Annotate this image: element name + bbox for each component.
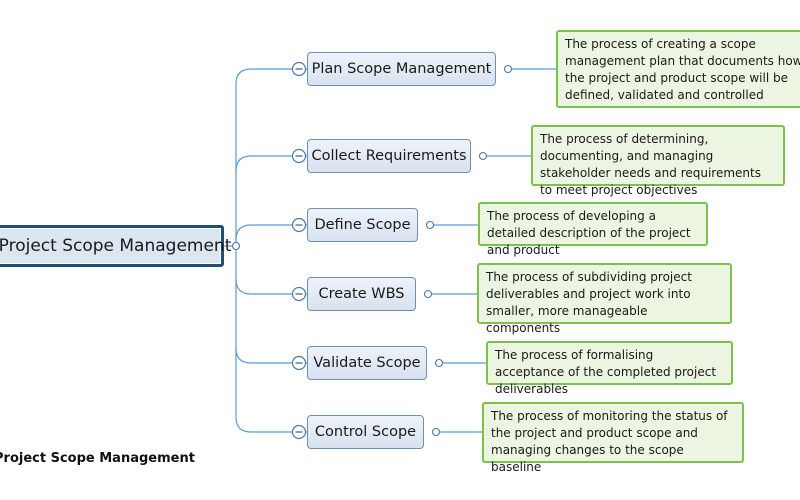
note-create-wbs: The process of subdividing project deliv… (477, 263, 732, 335)
branch-line (235, 68, 307, 85)
topic-plan-scope-management[interactable]: Plan Scope Management (307, 52, 496, 86)
topic-label: Plan Scope Management (311, 61, 492, 77)
caption: Project Scope Management (0, 451, 195, 466)
branch-line (235, 278, 307, 295)
topic-define-scope[interactable]: Define Scope (307, 208, 418, 242)
circle-handle-icon[interactable] (503, 64, 513, 74)
note-text: The process of subdividing project deliv… (486, 270, 692, 335)
note-plan-scope-management: The process of creating a scope manageme… (556, 30, 800, 108)
circle-handle-icon[interactable] (425, 220, 435, 230)
topic-label: Validate Scope (313, 355, 421, 371)
note-define-scope: The process of developing a detailed des… (478, 202, 708, 257)
note-text: The process of developing a detailed des… (487, 209, 691, 257)
topic-create-wbs[interactable]: Create WBS (307, 277, 416, 311)
topic-label: Control Scope (314, 424, 417, 440)
circle-handle-icon[interactable] (478, 151, 488, 161)
note-text: The process of monitoring the status of … (491, 409, 728, 474)
topic-label: Collect Requirements (311, 148, 467, 164)
topic-collect-requirements[interactable]: Collect Requirements (307, 139, 471, 173)
note-text: The process of determining, documenting,… (540, 132, 761, 197)
note-text: The process of formalising acceptance of… (495, 348, 717, 396)
topic-label: Create WBS (318, 286, 405, 302)
topic-label: Define Scope (314, 217, 411, 233)
topic-control-scope[interactable]: Control Scope (307, 415, 424, 449)
branch-line (235, 416, 307, 433)
circle-handle-icon[interactable] (431, 427, 441, 437)
note-text: The process of creating a scope manageme… (565, 37, 800, 102)
branch-line (235, 224, 307, 241)
topic-validate-scope[interactable]: Validate Scope (307, 346, 427, 380)
root-topic-label: Project Scope Management (0, 236, 232, 256)
branch-line (235, 155, 307, 172)
root-topic[interactable]: Project Scope Management (0, 225, 232, 267)
note-control-scope: The process of monitoring the status of … (482, 402, 744, 474)
root-handle-icon[interactable] (231, 241, 241, 251)
circle-handle-icon[interactable] (434, 358, 444, 368)
circle-handle-icon[interactable] (423, 289, 433, 299)
note-collect-requirements: The process of determining, documenting,… (531, 125, 785, 197)
note-validate-scope: The process of formalising acceptance of… (486, 341, 733, 396)
branch-line (235, 347, 307, 364)
